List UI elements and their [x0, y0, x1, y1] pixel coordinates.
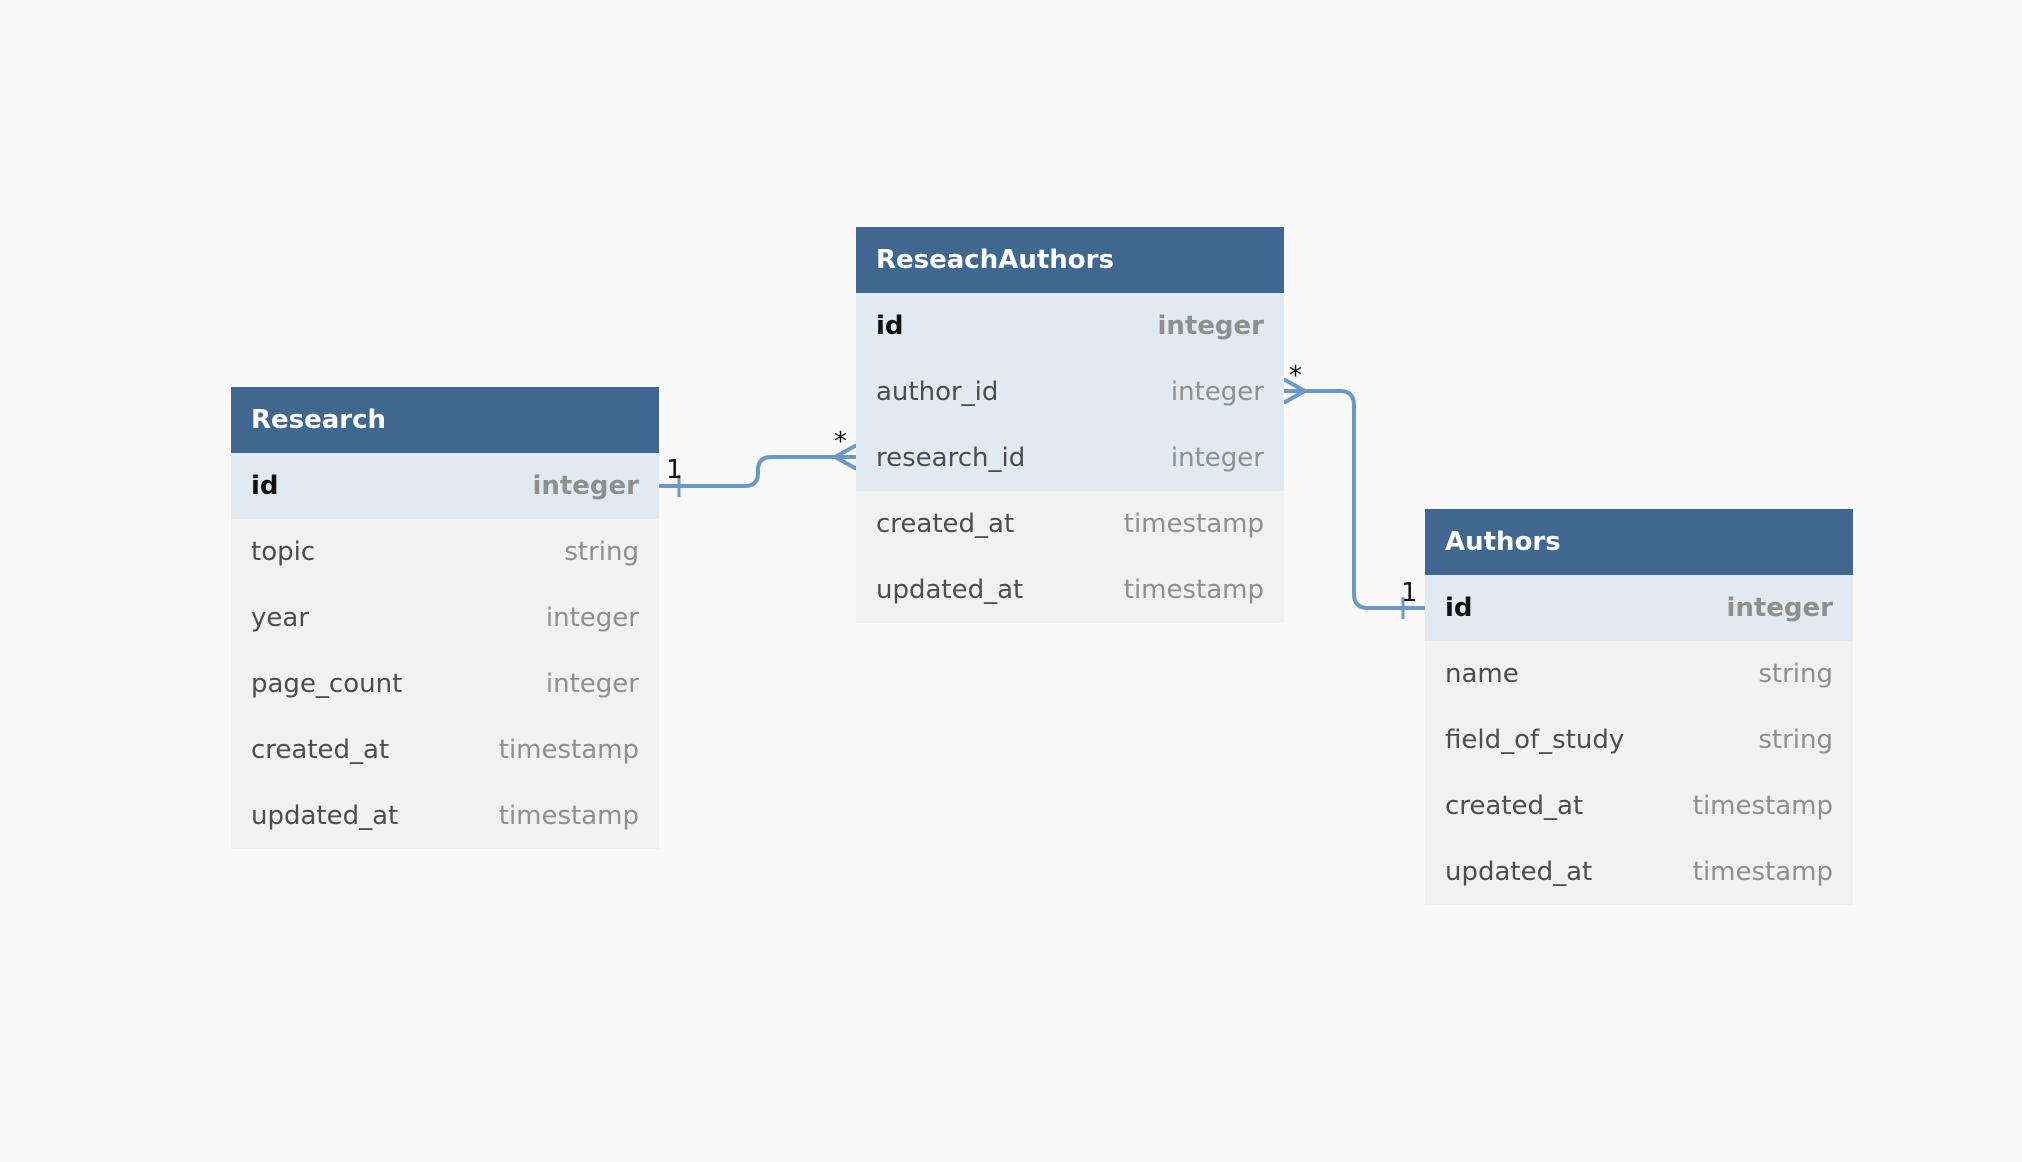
cardinality-label: 1	[666, 455, 683, 485]
field-row[interactable]: created_at timestamp	[231, 717, 659, 783]
field-row[interactable]: topic string	[231, 519, 659, 585]
field-type: timestamp	[498, 735, 639, 765]
entity-researchauthors[interactable]: ReseachAuthors id integer author_id inte…	[856, 227, 1284, 623]
field-type: string	[1758, 725, 1833, 755]
field-name: created_at	[876, 509, 1015, 539]
field-name: updated_at	[876, 575, 1024, 605]
field-row[interactable]: id integer	[1425, 575, 1853, 641]
field-row[interactable]: research_id integer	[856, 425, 1284, 491]
field-type: integer	[1157, 311, 1264, 341]
field-type: timestamp	[1123, 509, 1264, 539]
field-type: timestamp	[1123, 575, 1264, 605]
field-row[interactable]: updated_at timestamp	[856, 557, 1284, 623]
field-row[interactable]: id integer	[856, 293, 1284, 359]
field-row[interactable]: updated_at timestamp	[1425, 839, 1853, 905]
entity-header[interactable]: Authors	[1425, 509, 1853, 575]
field-row[interactable]: page_count integer	[231, 651, 659, 717]
field-row[interactable]: created_at timestamp	[856, 491, 1284, 557]
field-type: integer	[1726, 593, 1833, 623]
entity-header[interactable]: Research	[231, 387, 659, 453]
cardinality-label: 1	[1401, 578, 1418, 608]
field-row[interactable]: created_at timestamp	[1425, 773, 1853, 839]
many-marker-icon	[833, 444, 857, 470]
field-row[interactable]: year integer	[231, 585, 659, 651]
field-row[interactable]: author_id integer	[856, 359, 1284, 425]
field-name: name	[1445, 659, 1519, 689]
field-type: string	[1758, 659, 1833, 689]
field-type: integer	[1170, 443, 1264, 473]
field-name: author_id	[876, 377, 999, 407]
field-name: page_count	[251, 669, 403, 699]
cardinality-label: *	[1289, 361, 1302, 391]
field-name: created_at	[251, 735, 390, 765]
field-type: integer	[545, 669, 639, 699]
field-type: integer	[532, 471, 639, 501]
entity-research[interactable]: Research id integer topic string year in…	[231, 387, 659, 849]
entity-header[interactable]: ReseachAuthors	[856, 227, 1284, 293]
field-name: updated_at	[251, 801, 399, 831]
field-name: id	[251, 471, 279, 501]
field-name: updated_at	[1445, 857, 1593, 887]
field-name: field_of_study	[1445, 725, 1625, 755]
cardinality-label: *	[834, 427, 847, 457]
field-name: created_at	[1445, 791, 1584, 821]
field-name: research_id	[876, 443, 1026, 473]
field-row[interactable]: field_of_study string	[1425, 707, 1853, 773]
relationship-authors-researchauthors[interactable]	[1283, 378, 1426, 619]
field-name: year	[251, 603, 310, 633]
field-type: timestamp	[498, 801, 639, 831]
many-marker-icon	[1283, 378, 1307, 404]
field-name: id	[1445, 593, 1473, 623]
field-type: timestamp	[1692, 791, 1833, 821]
field-name: topic	[251, 537, 316, 567]
field-row[interactable]: name string	[1425, 641, 1853, 707]
relationship-research-researchauthors[interactable]	[658, 444, 857, 497]
field-type: integer	[545, 603, 639, 633]
field-type: integer	[1170, 377, 1264, 407]
field-type: timestamp	[1692, 857, 1833, 887]
entity-authors[interactable]: Authors id integer name string field_of_…	[1425, 509, 1853, 905]
field-name: id	[876, 311, 904, 341]
field-type: string	[564, 537, 639, 567]
field-row[interactable]: id integer	[231, 453, 659, 519]
field-row[interactable]: updated_at timestamp	[231, 783, 659, 849]
